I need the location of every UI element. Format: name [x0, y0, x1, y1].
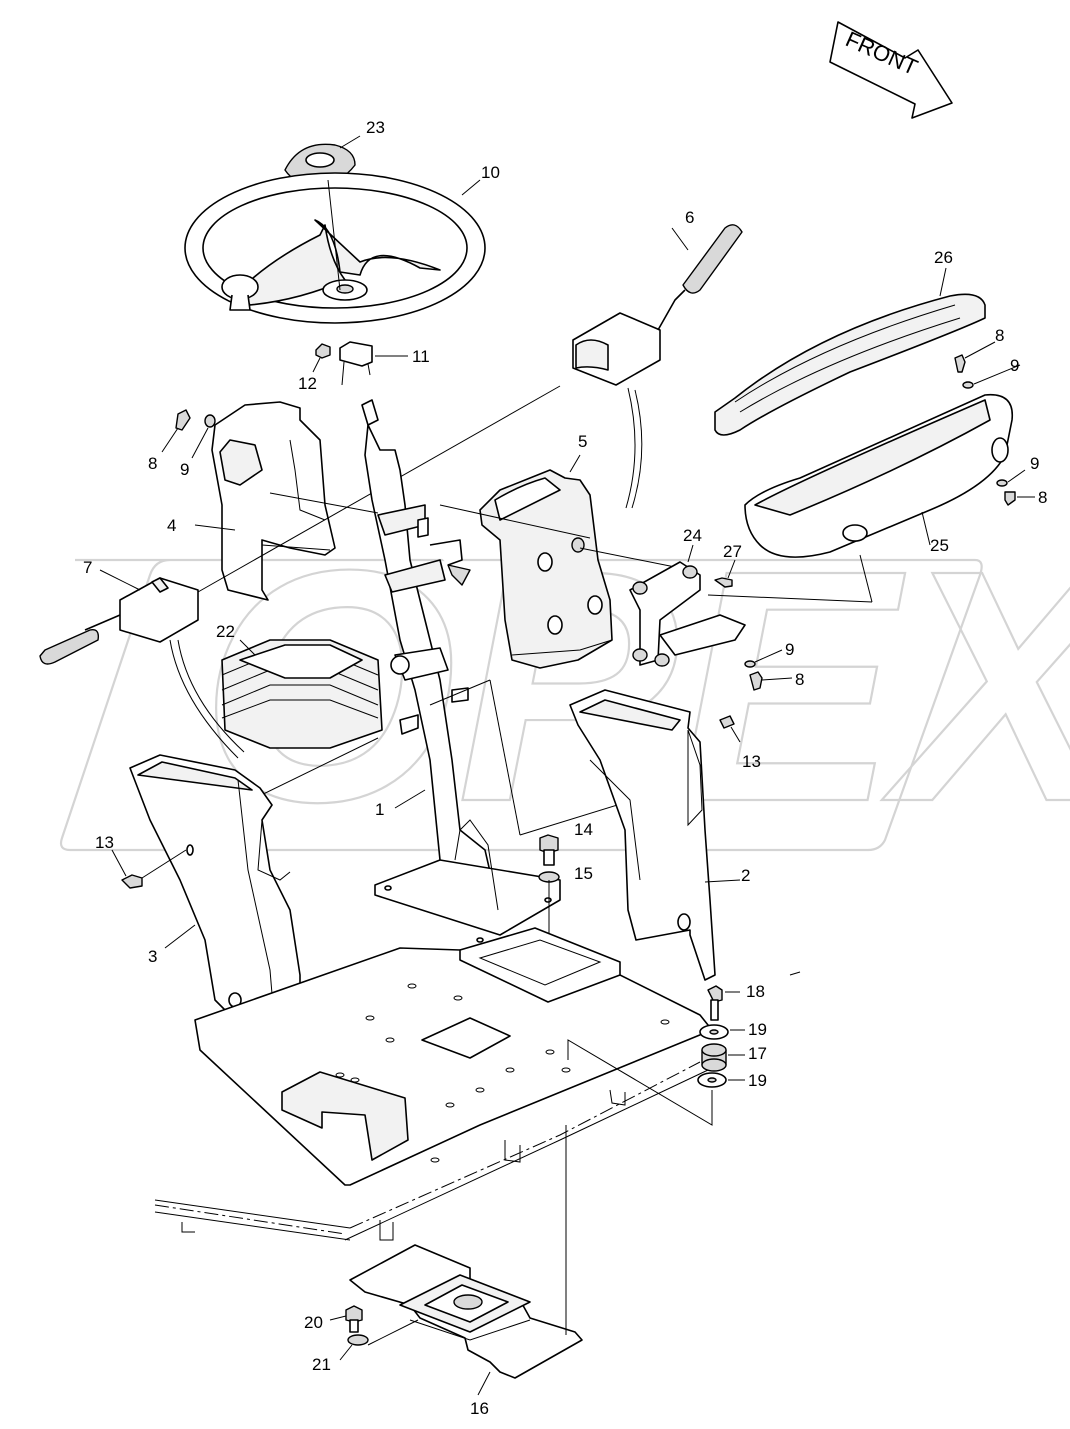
floor-plate	[154, 927, 801, 1241]
fasteners-upper-right	[954, 341, 1035, 506]
callout-4: 4	[167, 516, 176, 535]
part-22-rubber-boot	[221, 639, 383, 749]
part-26-dash-cover-upper	[714, 267, 986, 436]
callout-16: 16	[470, 1399, 489, 1418]
part-16-lower-plate	[349, 1125, 583, 1396]
part-27-screw	[714, 559, 736, 588]
part-10-steering-wheel	[184, 172, 486, 324]
callout-13-left: 13	[95, 833, 114, 852]
callout-10: 10	[481, 163, 500, 182]
callout-26: 26	[934, 248, 953, 267]
part-24-bracket	[629, 544, 746, 667]
part-7-turn-switch	[39, 385, 561, 759]
callout-24: 24	[683, 526, 702, 545]
callout-17: 17	[748, 1044, 767, 1063]
part-17-bushing	[701, 1043, 745, 1072]
callout-8-a: 8	[995, 326, 1004, 345]
callout-7: 7	[83, 558, 92, 577]
callout-19-lower: 19	[748, 1071, 767, 1090]
part-25-dash-housing-lower	[744, 393, 1014, 558]
part-4-column-cover-left	[194, 401, 336, 601]
callout-9-d: 9	[785, 640, 794, 659]
callout-15: 15	[574, 864, 593, 883]
callout-12: 12	[298, 374, 317, 393]
callout-27: 27	[723, 542, 742, 561]
callout-20: 20	[304, 1313, 323, 1332]
part-13-screw-right	[719, 715, 741, 743]
callout-labels: 23 10 6 26 8 9 11 12 8 9 5 9 8 4 24 25 2…	[83, 118, 1047, 1418]
fasteners-upper-left	[161, 409, 216, 459]
part-18-bolt	[707, 985, 740, 1021]
callout-1: 1	[375, 800, 384, 819]
callout-25: 25	[930, 536, 949, 555]
callout-21: 21	[312, 1355, 331, 1374]
callout-11: 11	[412, 347, 430, 366]
callout-8-c: 8	[1038, 488, 1047, 507]
part-19-washer-lower	[567, 1039, 745, 1126]
part-14-bolt	[539, 834, 559, 866]
callout-3: 3	[148, 947, 157, 966]
part-1-steering-column	[361, 399, 561, 943]
callout-13-right: 13	[742, 752, 761, 771]
part-19-washer-upper	[699, 1024, 745, 1040]
part-21-washer	[339, 1319, 419, 1361]
callout-6: 6	[685, 208, 694, 227]
callout-8-b: 8	[148, 454, 157, 473]
fasteners-middle-right	[744, 649, 793, 691]
part-2-lower-cover-right	[569, 689, 741, 981]
callout-14: 14	[574, 820, 593, 839]
callout-23: 23	[366, 118, 385, 137]
callout-22: 22	[216, 622, 235, 641]
part-6-lever-switch	[572, 224, 743, 509]
part-5-column-cover-right	[479, 454, 681, 669]
callout-2: 2	[741, 866, 750, 885]
part-20-bolt	[329, 1305, 363, 1333]
callout-9-b: 9	[180, 460, 189, 479]
front-direction-arrow: FRONT	[829, 21, 953, 119]
callout-19-upper: 19	[748, 1020, 767, 1039]
callout-5: 5	[578, 432, 587, 451]
callout-9-a: 9	[1010, 356, 1019, 375]
callout-18: 18	[746, 982, 765, 1001]
part-11-clip	[339, 341, 408, 386]
part-13-screw-left	[111, 849, 187, 889]
callout-9-c: 9	[1030, 454, 1039, 473]
callout-8-d: 8	[795, 670, 804, 689]
part-12-nut	[312, 343, 331, 373]
